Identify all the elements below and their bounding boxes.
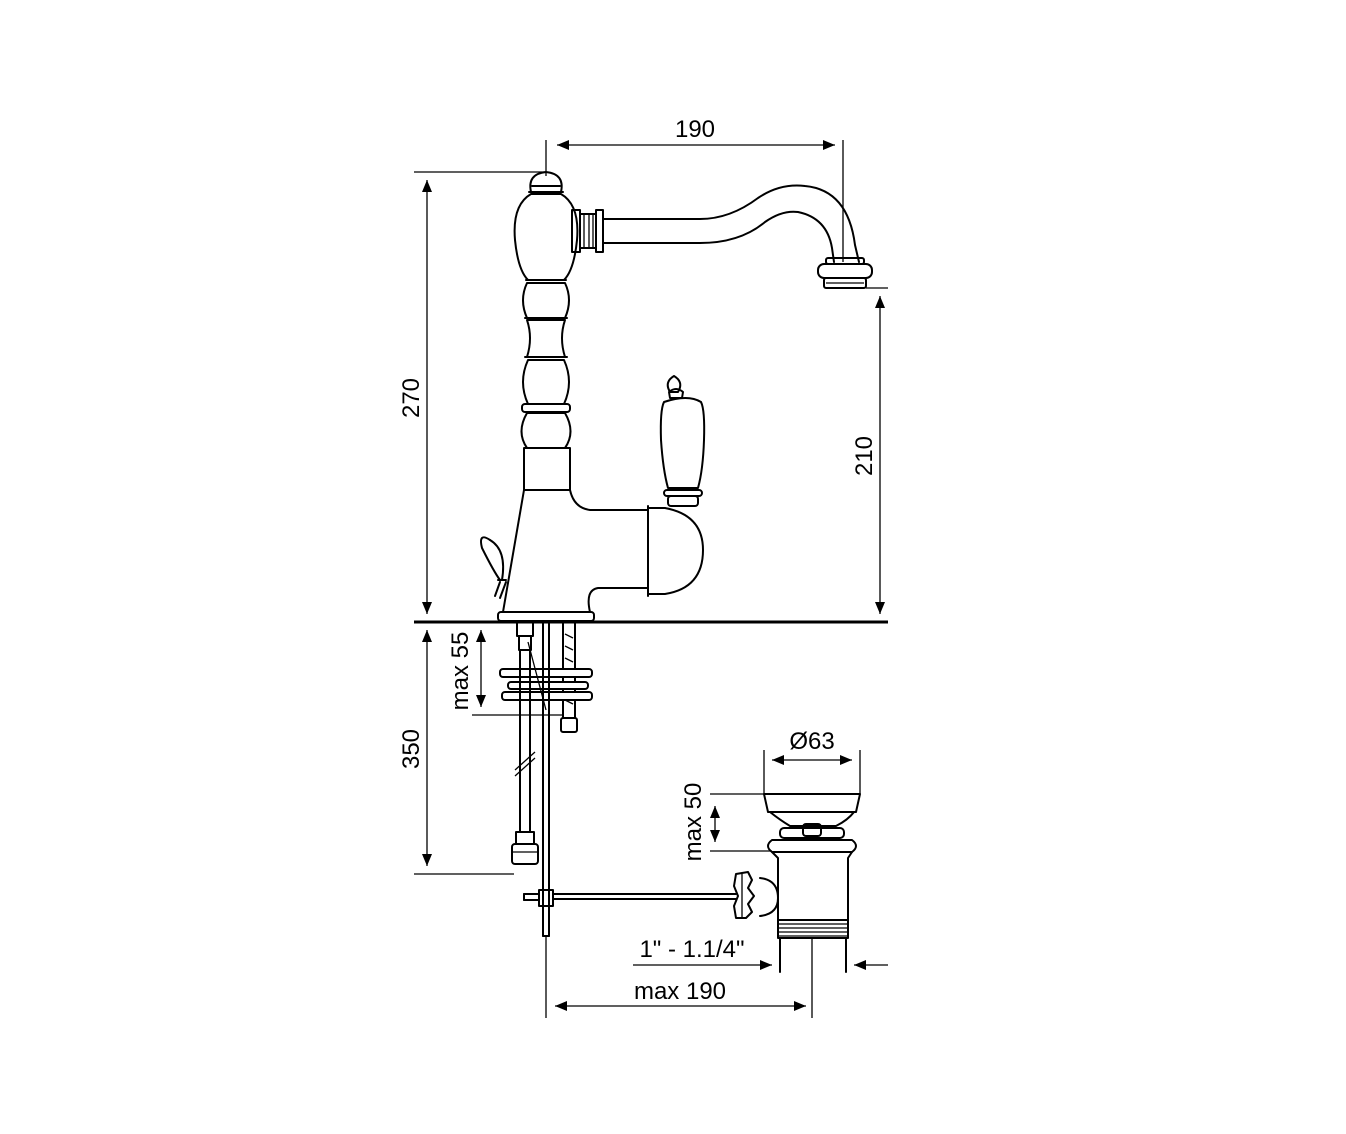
spout-height-label: 210 [851, 436, 878, 476]
total-height-label: 270 [398, 378, 425, 418]
popup-waste [733, 793, 861, 1018]
waste-thread-label: 1" - 1.1/4" [639, 936, 744, 963]
rod-length-label: max 190 [634, 978, 726, 1005]
max-deck-thickness-tap-label: max 55 [447, 632, 474, 711]
max-deck-thickness-waste-label: max 50 [680, 783, 707, 862]
waste-diameter-label: Ø63 [789, 728, 834, 755]
hose-length-label: 350 [398, 729, 425, 769]
spout-reach-label: 190 [675, 116, 715, 143]
underdeck-fixings [499, 621, 737, 937]
faucet-body [480, 171, 873, 622]
dimension-lines [414, 140, 888, 1018]
